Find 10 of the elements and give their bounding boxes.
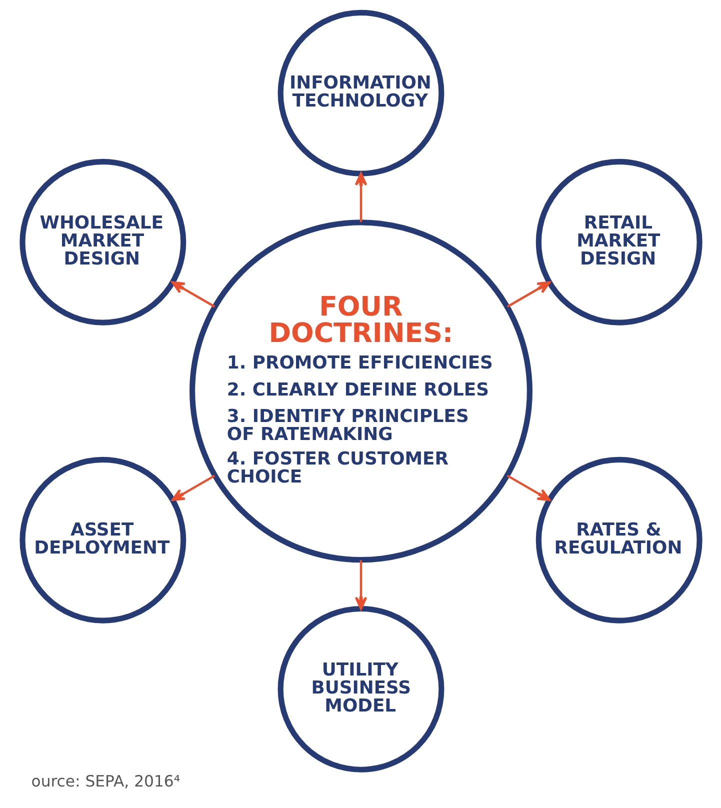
arrow [354,172,367,222]
node-circle: UTILITY BUSINESS MODEL [277,606,444,772]
arrow [506,281,550,308]
caption: ource: SEPA, 2016⁴ [30,772,180,791]
arrow [170,281,215,308]
arrow [354,560,367,610]
node-circle: FOUR DOCTRINES: 1. PROMOTE EFFICIENCIES 2. CLEARLY DEFINE ROLES 3. IDENTIFY PRINCIPLES OF RATEMAKING 4. FOSTER CUSTOMER CHOICE [189,220,532,563]
arrow [170,474,215,502]
node-circle: INFORMATION TECHNOLOGY [277,10,444,176]
arrow [506,474,550,502]
